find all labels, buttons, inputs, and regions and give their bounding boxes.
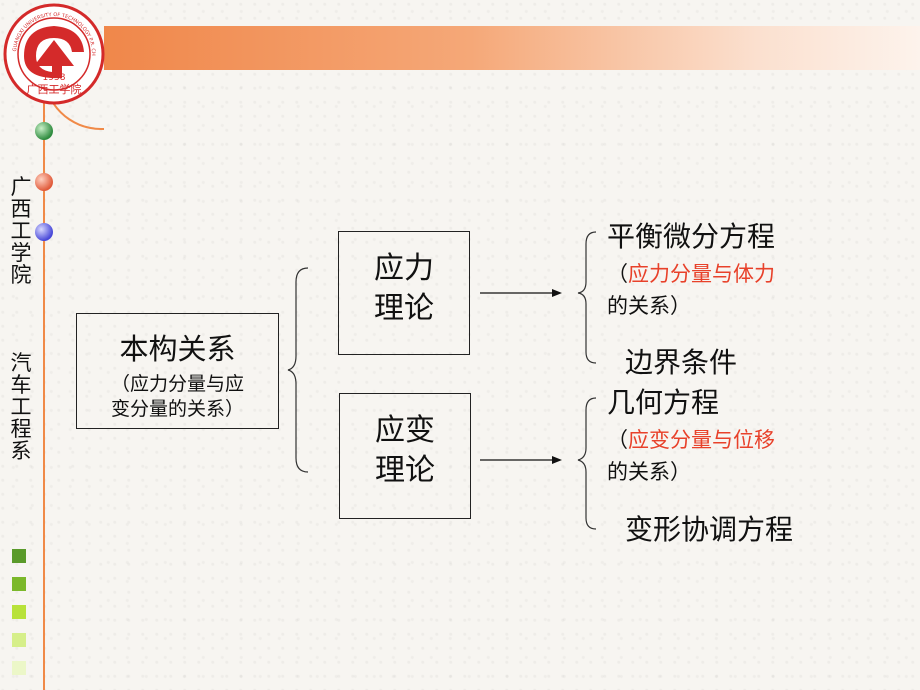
equilibrium-note-highlight: 应力分量与体力: [628, 262, 775, 286]
dept-char: 车: [10, 373, 32, 397]
paren: （: [607, 262, 628, 286]
dept-char: 工: [10, 395, 32, 419]
strain-label-line2: 理论: [375, 453, 435, 488]
school-char: 西: [10, 197, 32, 221]
school-char: 学: [10, 241, 32, 265]
header-gradient-bar: [104, 26, 920, 70]
department-name-vertical: 汽 车 工 程 系: [8, 352, 34, 462]
stress-brace: [577, 231, 597, 364]
svg-text:广西工学院: 广西工学院: [27, 82, 82, 96]
dept-char: 系: [10, 439, 32, 463]
stress-label-line1: 应力: [374, 251, 434, 286]
dept-char: 程: [10, 417, 32, 441]
root-note-line2: 变分量的关系）: [110, 398, 244, 420]
geometric-note: （应变分量与位移: [607, 424, 775, 454]
blue-bullet-icon: [35, 223, 53, 241]
sidebar-rail: [43, 100, 45, 690]
decor-square: [12, 605, 26, 619]
green-bullet-icon: [35, 122, 53, 140]
school-char: 院: [10, 263, 32, 287]
stress-arrowhead: [552, 289, 562, 297]
root-note-line1: （应力分量与应: [110, 373, 244, 395]
geometric-equation-label: 几何方程: [607, 386, 720, 419]
dept-char: 汽: [10, 351, 32, 375]
compatibility-equation-label: 变形协调方程: [625, 513, 794, 546]
boundary-condition-label: 边界条件: [625, 346, 738, 379]
school-char: 广: [10, 175, 32, 199]
stress-theory-box: 应力 理论: [338, 231, 470, 355]
root-title: 本构关系: [119, 332, 236, 366]
strain-label-line1: 应变: [375, 413, 435, 448]
decor-square: [12, 577, 26, 591]
equilibrium-equation-label: 平衡微分方程: [607, 220, 776, 253]
stress-label-line2: 理论: [374, 291, 434, 326]
decor-square: [12, 633, 26, 647]
school-name-vertical: 广 西 工 学 院: [8, 176, 34, 286]
equilibrium-note: （应力分量与体力: [607, 258, 775, 288]
decor-square: [12, 661, 26, 675]
school-logo: 1958 广西工学院 GUANGXI UNIVERSITY OF TECHNOL…: [2, 0, 105, 105]
strain-theory-box: 应变 理论: [339, 393, 471, 519]
svg-text:1958: 1958: [43, 73, 66, 83]
root-brace: [287, 267, 309, 473]
paren: （: [607, 428, 628, 452]
red-bullet-icon: [35, 173, 53, 191]
constitutive-relation-box: 本构关系 （应力分量与应 变分量的关系）: [76, 313, 279, 429]
geometric-note-tail: 的关系）: [607, 460, 691, 484]
decor-square: [12, 549, 26, 563]
strain-arrowhead: [552, 456, 562, 464]
geometric-note-highlight: 应变分量与位移: [628, 428, 775, 452]
strain-brace: [577, 397, 597, 530]
equilibrium-note-tail: 的关系）: [607, 294, 691, 318]
school-char: 工: [10, 219, 32, 243]
